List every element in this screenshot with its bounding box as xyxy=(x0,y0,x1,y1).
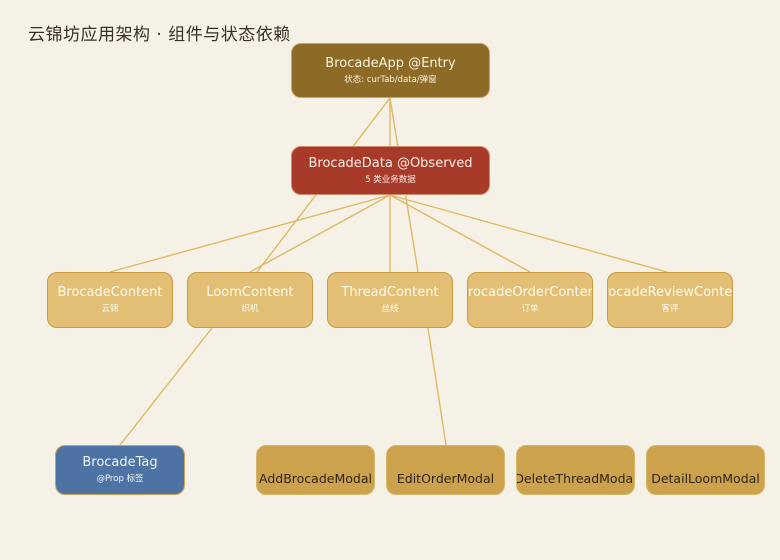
loom-content-sub: 织机 xyxy=(241,304,259,314)
brocade-order-content-sub: 订单 xyxy=(521,304,539,314)
edit-order-modal-label: EditOrderModal xyxy=(396,470,495,486)
diagram-title: 云锦坊应用架构 · 组件与状态依赖 xyxy=(28,25,291,45)
detail-loom-modal-node: DetailLoomModal xyxy=(646,445,765,495)
edge-thread-editorder xyxy=(427,327,447,446)
brocade-tag-sub: @Prop 标签 xyxy=(96,474,144,484)
brocade-content-node: BrocadeContent 云锦 xyxy=(47,272,173,328)
detail-loom-modal-label: DetailLoomModal xyxy=(651,470,760,486)
edge-data-loom xyxy=(249,194,391,273)
brocade-app-sub: 状态: curTab/data/弹窗 xyxy=(344,74,437,85)
brocade-order-content-node: BrocadeOrderContent 订单 xyxy=(467,272,593,328)
edge-data-brocade xyxy=(109,194,391,273)
brocade-tag-label: BrocadeTag xyxy=(82,455,158,470)
brocade-app-node: BrocadeApp @Entry 状态: curTab/data/弹窗 xyxy=(291,43,490,98)
thread-content-node: ThreadContent 丝线 xyxy=(327,272,453,328)
brocade-data-label: BrocadeData @Observed xyxy=(308,155,473,171)
add-brocade-modal-node: AddBrocadeModal xyxy=(256,445,375,495)
add-brocade-modal-label: AddBrocadeModal xyxy=(259,470,372,486)
thread-content-label: ThreadContent xyxy=(341,285,439,300)
delete-thread-modal-label: DeleteThreadModal xyxy=(516,470,635,486)
delete-thread-modal-node: DeleteThreadModal xyxy=(516,445,635,495)
loom-content-label: LoomContent xyxy=(206,285,294,300)
edge-loom-tag xyxy=(119,327,213,446)
edge-data-review xyxy=(389,194,668,273)
brocade-review-content-sub: 客评 xyxy=(661,304,679,314)
brocade-tag-node: BrocadeTag @Prop 标签 xyxy=(55,445,185,495)
brocade-content-label: BrocadeContent xyxy=(57,285,163,300)
brocade-review-content-label: BrocadeReviewContent xyxy=(608,285,733,300)
brocade-order-content-label: BrocadeOrderContent xyxy=(467,285,592,300)
brocade-app-label: BrocadeApp @Entry xyxy=(325,55,456,71)
edit-order-modal-node: EditOrderModal xyxy=(386,445,505,495)
edge-data-order xyxy=(389,194,531,273)
brocade-data-node: BrocadeData @Observed 5 类业务数据 xyxy=(291,146,490,195)
thread-content-sub: 丝线 xyxy=(381,304,399,314)
brocade-data-sub: 5 类业务数据 xyxy=(365,174,416,185)
brocade-review-content-node: BrocadeReviewContent 客评 xyxy=(607,272,733,328)
loom-content-node: LoomContent 织机 xyxy=(187,272,313,328)
brocade-content-sub: 云锦 xyxy=(101,304,119,314)
